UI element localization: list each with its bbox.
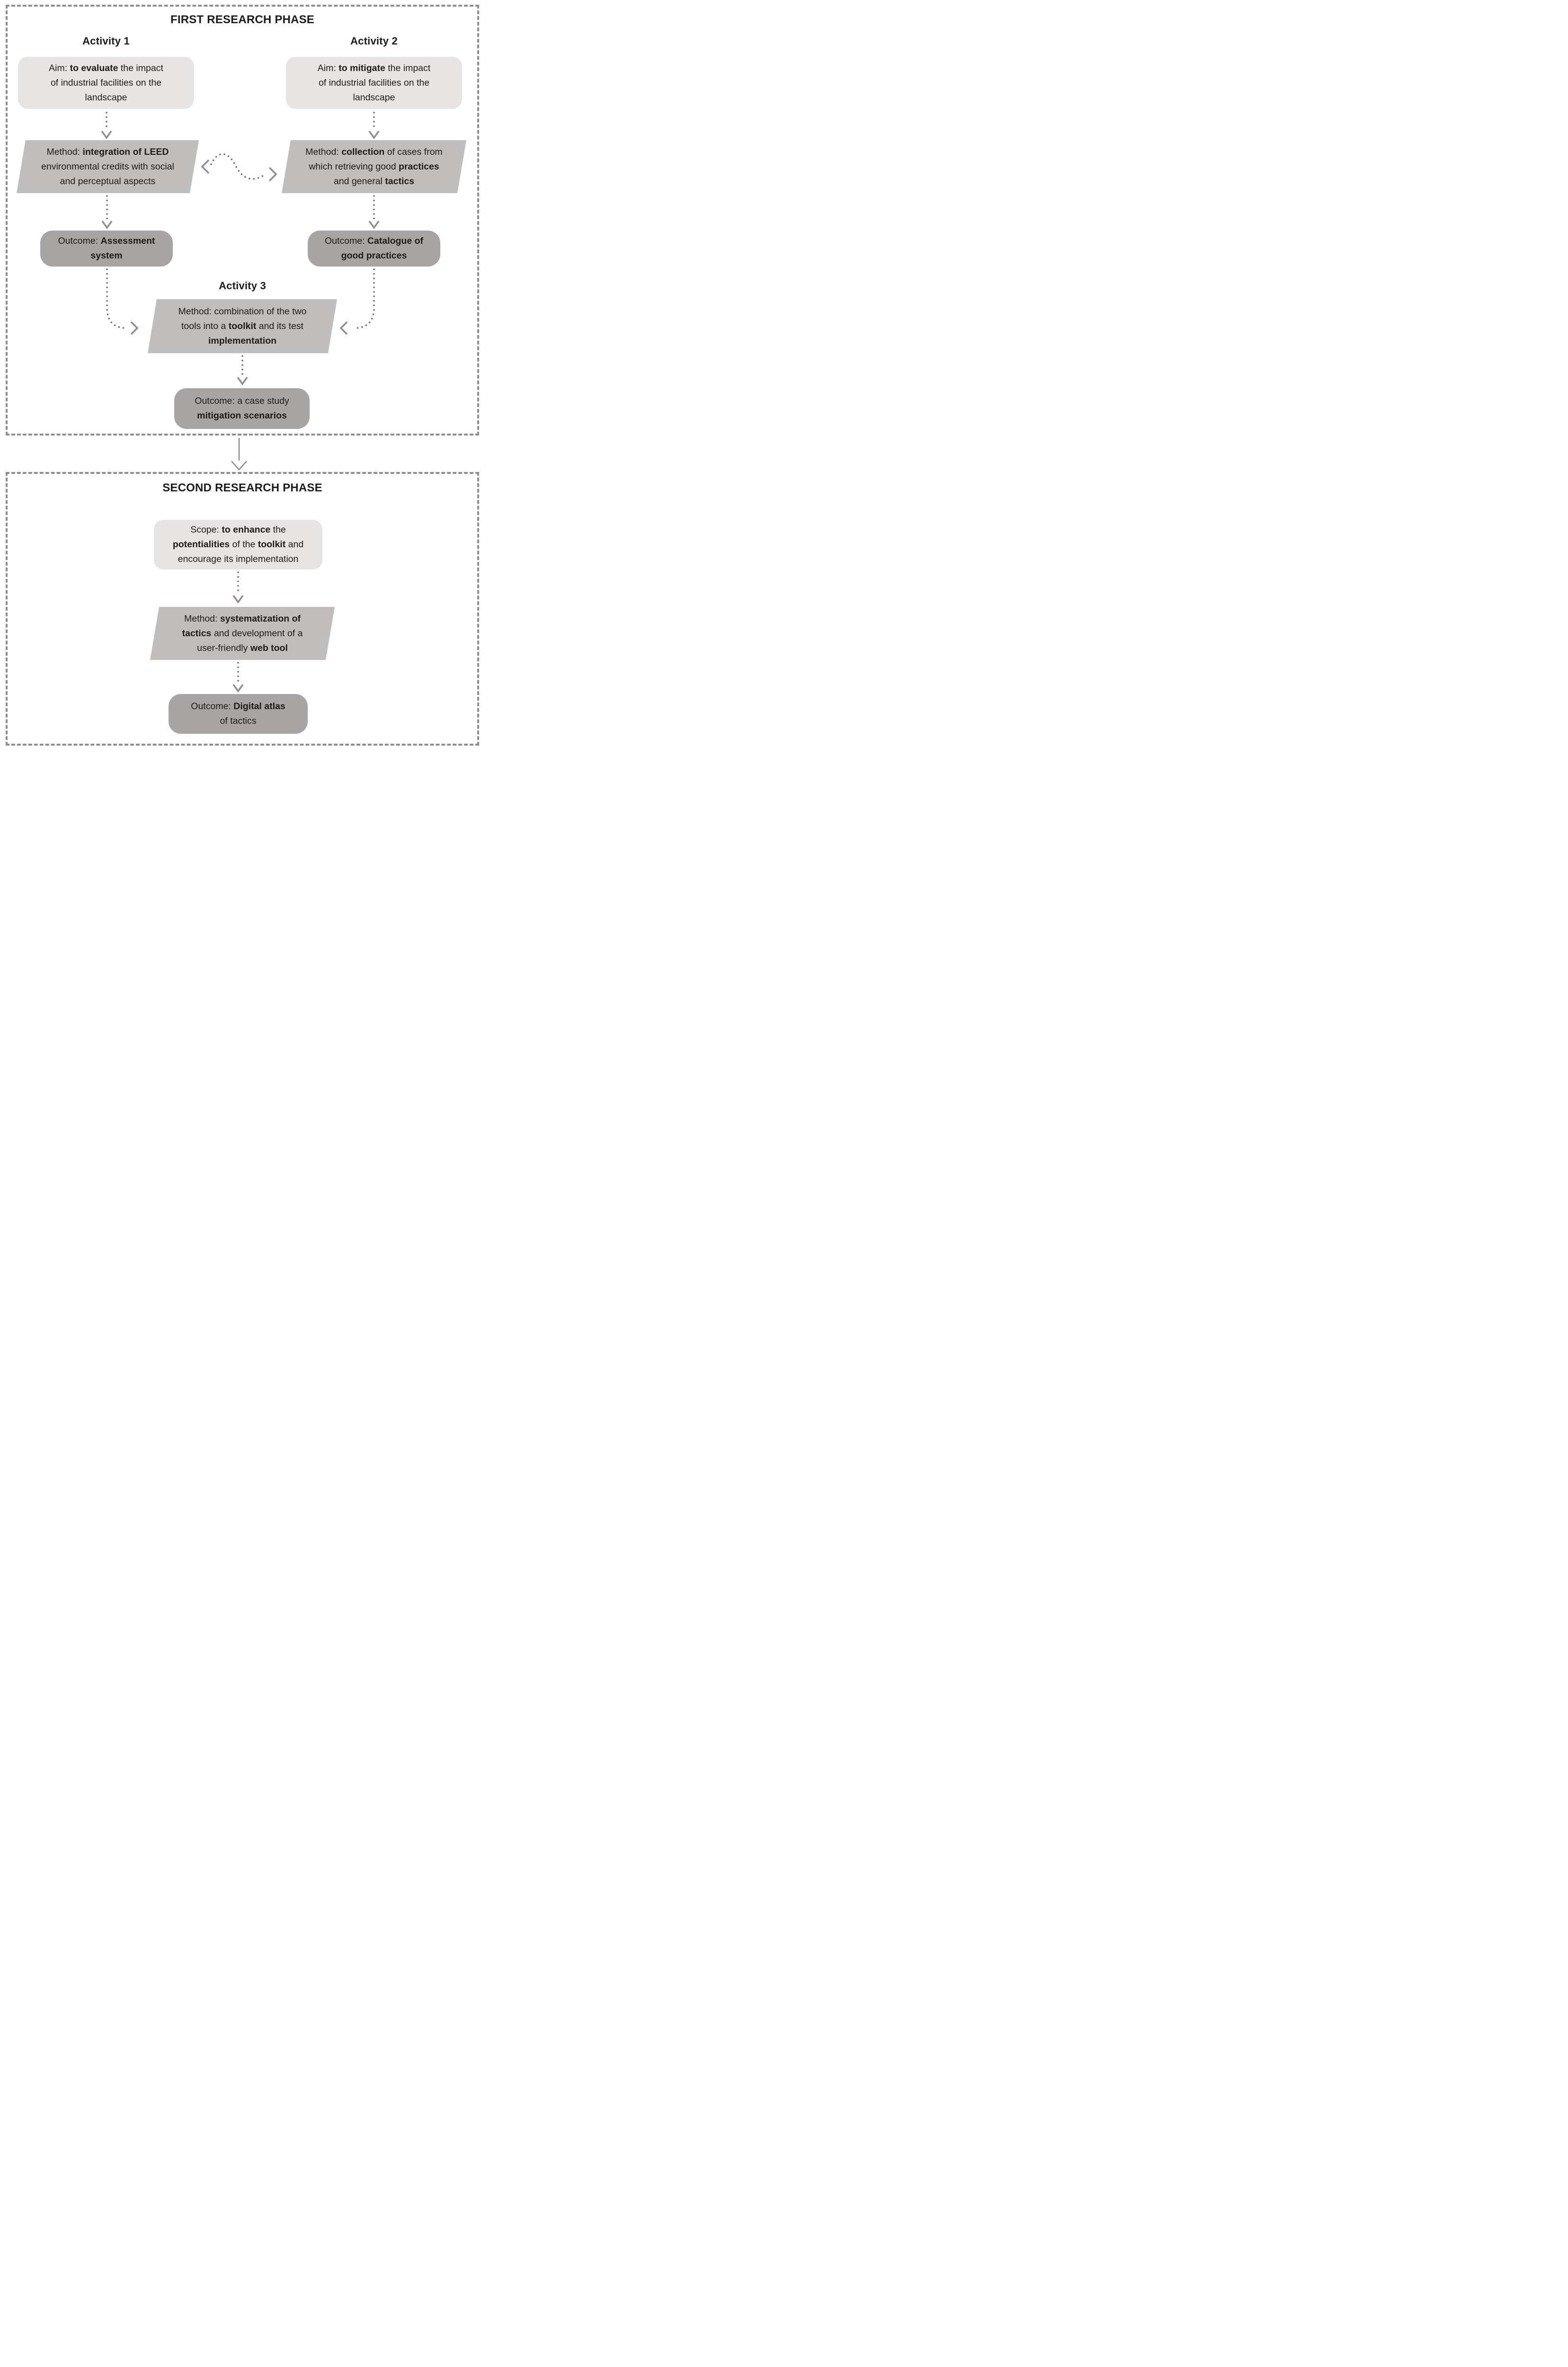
activity3-label: Activity 3 bbox=[219, 280, 266, 292]
method1-node: Method: integration of LEED environmenta… bbox=[17, 140, 199, 193]
phase2-method-node: Method: systematization of tactics and d… bbox=[150, 607, 335, 660]
phase2-title: SECOND RESEARCH PHASE bbox=[162, 481, 322, 494]
scope-text: Scope: to enhance the potentialities of … bbox=[172, 525, 304, 564]
method1-text: Method: integration of LEED environmenta… bbox=[41, 146, 174, 187]
activity2-label: Activity 2 bbox=[350, 35, 398, 47]
method2-text: Method: collection of cases from which r… bbox=[305, 146, 443, 187]
aim2-text: Aim: to mitigate the impact of industria… bbox=[317, 62, 431, 103]
phase1-frame bbox=[6, 5, 479, 436]
outcome2-text: Outcome: Catalogue of good practices bbox=[324, 236, 424, 261]
solid-arrow-phase1-phase2 bbox=[231, 438, 247, 471]
activity1-label: Activity 1 bbox=[82, 35, 130, 47]
aim1-text: Aim: to evaluate the impact of industria… bbox=[49, 62, 163, 103]
method3-text: Method: combination of the two tools int… bbox=[178, 306, 307, 346]
aim1-node: Aim: to evaluate the impact of industria… bbox=[18, 57, 194, 109]
outcome2-node: Outcome: Catalogue of good practices bbox=[308, 231, 440, 267]
research-phases-flowchart: FIRST RESEARCH PHASE Activity 1 Activity… bbox=[0, 0, 485, 750]
method2-node: Method: collection of cases from which r… bbox=[282, 140, 466, 193]
phase2-frame bbox=[6, 472, 479, 746]
phase1-title: FIRST RESEARCH PHASE bbox=[170, 13, 315, 26]
aim2-node: Aim: to mitigate the impact of industria… bbox=[286, 57, 462, 109]
method3-node: Method: combination of the two tools int… bbox=[148, 299, 337, 353]
phase2-outcome-node: Outcome: Digital atlas of tactics bbox=[169, 694, 308, 734]
scope-node: Scope: to enhance the potentialities of … bbox=[154, 520, 322, 570]
phase2-method-text: Method: systematization of tactics and d… bbox=[182, 613, 303, 653]
outcome1-node: Outcome: Assessment system bbox=[40, 231, 173, 267]
outcome3-text: Outcome: a case study mitigation scenari… bbox=[195, 396, 289, 421]
outcome3-node: Outcome: a case study mitigation scenari… bbox=[174, 388, 310, 429]
phase2-outcome-text: Outcome: Digital atlas of tactics bbox=[191, 701, 285, 726]
outcome1-text: Outcome: Assessment system bbox=[58, 236, 155, 261]
